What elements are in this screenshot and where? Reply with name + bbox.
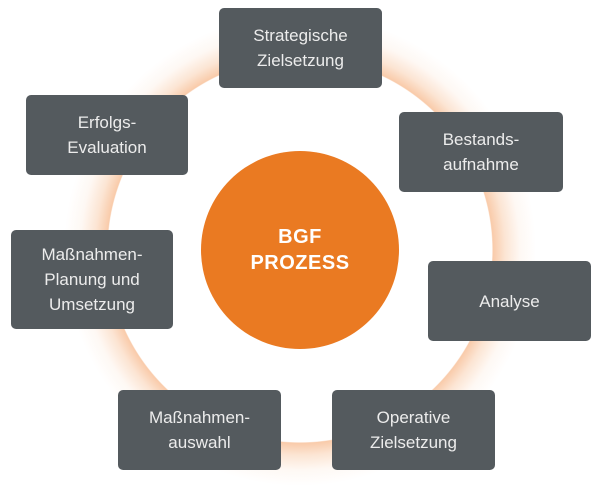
step-measure-planning-implementation: Maßnahmen- Planung und Umsetzung bbox=[11, 230, 173, 329]
hub-label: BGF PROZESS bbox=[250, 226, 350, 274]
step-strategic-goal-setting: Strategische Zielsetzung bbox=[219, 8, 382, 88]
step-label: Erfolgs- Evaluation bbox=[67, 113, 147, 157]
step-measure-selection: Maßnahmen- auswahl bbox=[118, 390, 281, 470]
step-label: Analyse bbox=[479, 291, 540, 311]
step-operative-goal-setting: Operative Zielsetzung bbox=[332, 390, 495, 470]
step-label: Operative Zielsetzung bbox=[370, 408, 457, 452]
step-label: Maßnahmen- auswahl bbox=[148, 408, 251, 452]
step-label: Strategische Zielsetzung bbox=[253, 26, 348, 70]
step-inventory: Bestands- aufnahme bbox=[399, 112, 563, 192]
step-label: Maßnahmen- Planung und Umsetzung bbox=[41, 245, 143, 314]
process-hub-circle: BGF PROZESS bbox=[201, 151, 399, 349]
step-analysis: Analyse bbox=[428, 261, 591, 341]
step-label: Bestands- aufnahme bbox=[442, 130, 520, 174]
step-success-evaluation: Erfolgs- Evaluation bbox=[26, 95, 188, 175]
